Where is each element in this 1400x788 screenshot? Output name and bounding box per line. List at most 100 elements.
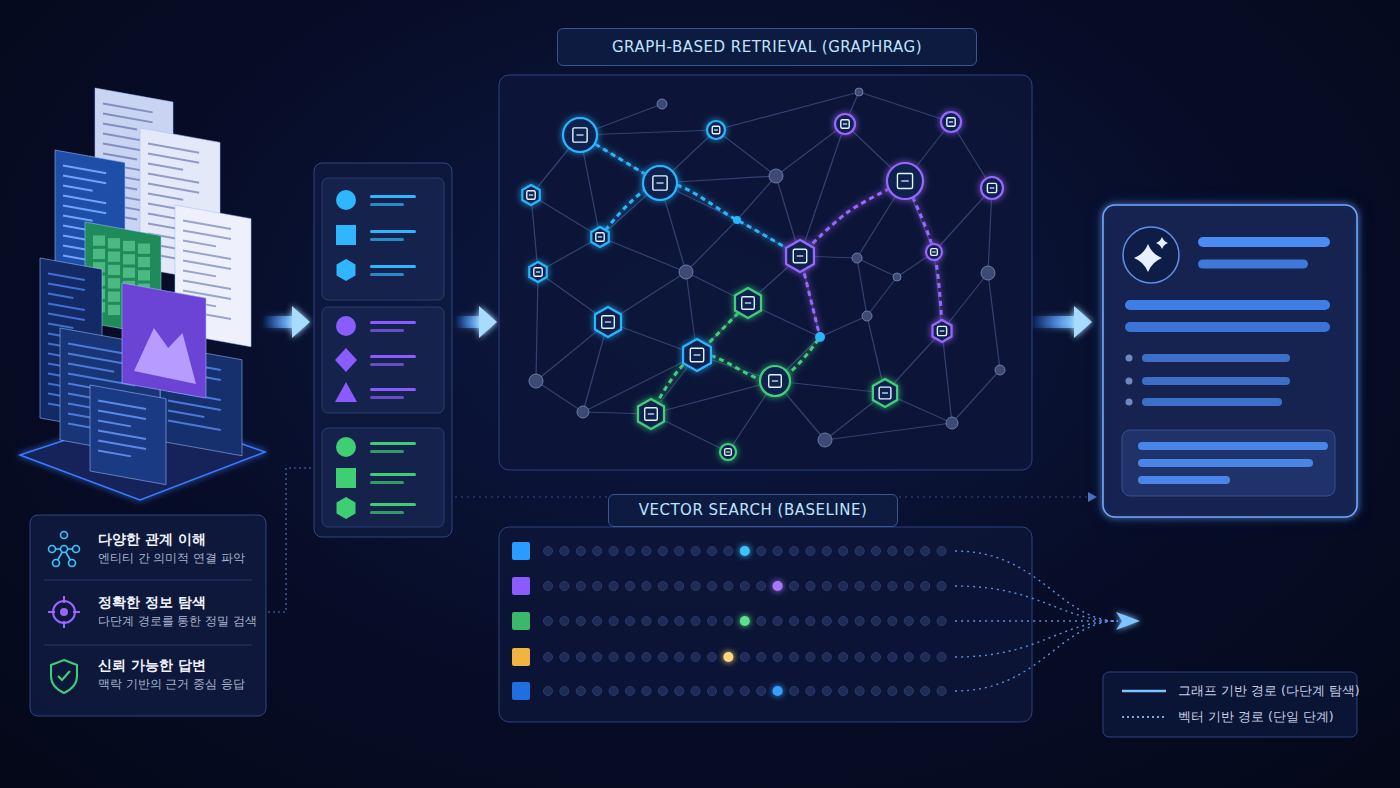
answer-panel — [1125, 322, 1330, 332]
document-page — [63, 165, 106, 173]
entity-group — [322, 178, 444, 300]
vector-row — [708, 617, 717, 626]
graph-node — [855, 88, 863, 96]
document-page — [63, 175, 106, 183]
graph-node — [769, 169, 783, 183]
document-page — [138, 270, 150, 280]
target-icon — [63, 621, 65, 628]
graph-node — [760, 366, 790, 396]
vector-row — [740, 653, 749, 662]
document-page — [108, 305, 120, 315]
entity-group — [370, 329, 404, 332]
document-page — [98, 430, 146, 439]
entity-group — [370, 195, 416, 198]
document-page — [183, 230, 231, 239]
document-page — [168, 400, 221, 410]
graph-node — [645, 408, 658, 421]
vector-row — [839, 582, 848, 591]
vector-row — [626, 547, 635, 556]
graph-node — [598, 236, 602, 237]
guide-lines — [268, 468, 313, 612]
vector-row — [691, 547, 700, 556]
graph-node — [712, 126, 720, 134]
vector-row — [675, 617, 684, 626]
vector-row — [642, 547, 651, 556]
graph-edge — [531, 195, 600, 237]
document-page — [183, 220, 231, 229]
vector-row — [872, 547, 881, 556]
graph-node — [602, 316, 615, 329]
flow-arrow — [262, 306, 310, 338]
vector-row — [937, 547, 946, 556]
document-page — [148, 173, 199, 182]
vector-row — [544, 617, 553, 626]
vector-row — [708, 582, 717, 591]
graph-node — [949, 121, 953, 122]
graph-node — [769, 375, 782, 388]
vector-row — [822, 617, 831, 626]
graph-node — [887, 163, 923, 199]
feature-item: 정확한 정보 탐색다단계 경로를 통한 정밀 검색 — [98, 593, 257, 629]
vector-row — [757, 653, 766, 662]
vector-row — [757, 687, 766, 696]
vector-row — [937, 687, 946, 696]
retrieval-path-segment — [600, 183, 800, 256]
document-page — [90, 385, 166, 485]
document-page — [108, 251, 120, 261]
guide-lines — [1088, 492, 1097, 502]
vector-row — [790, 547, 799, 556]
vector-row — [576, 653, 585, 662]
vector-row — [839, 687, 848, 696]
graph-node — [529, 374, 543, 388]
vector-row — [593, 617, 602, 626]
graph-node — [563, 118, 597, 152]
answer-panel — [1123, 227, 1179, 283]
target-icon — [61, 609, 67, 615]
answer-panel — [1126, 378, 1133, 385]
entity-panel — [314, 163, 452, 537]
graph-edge — [580, 130, 716, 135]
vector-row — [708, 653, 717, 662]
graph-edge — [531, 195, 538, 272]
answer-panel — [1125, 300, 1330, 310]
document-stack — [20, 88, 265, 500]
document-page — [108, 238, 120, 248]
graph-node — [987, 183, 996, 192]
vector-row — [855, 653, 864, 662]
vector-row — [740, 582, 749, 591]
graph-node — [818, 433, 832, 447]
entity-group — [370, 203, 404, 206]
graph-node — [932, 251, 935, 252]
document-page — [103, 103, 153, 112]
graph-node — [522, 185, 539, 205]
graph-edge — [857, 258, 867, 316]
vector-row — [790, 617, 799, 626]
document-page — [148, 143, 199, 152]
graph-node — [595, 307, 621, 337]
graph-node — [643, 166, 677, 200]
vector-row — [773, 653, 782, 662]
graph-node — [769, 169, 783, 183]
graph-node — [529, 374, 543, 388]
vector-row — [642, 617, 651, 626]
vector-row — [609, 547, 618, 556]
vector-row — [888, 687, 897, 696]
entity-group — [322, 178, 444, 300]
vector-row — [691, 617, 700, 626]
vector-row — [675, 582, 684, 591]
graph-node — [683, 339, 711, 371]
vector-row — [593, 582, 602, 591]
vector-row — [872, 582, 881, 591]
vector-row — [512, 612, 530, 630]
entity-group — [370, 503, 416, 506]
vector-row — [872, 617, 881, 626]
feature-panel — [44, 580, 252, 581]
flow-arrow — [1030, 316, 1078, 328]
legend-sample-solid — [1122, 690, 1166, 693]
flow-arrow — [1030, 306, 1092, 338]
answer-panel — [1138, 459, 1313, 467]
graph-node — [720, 444, 736, 460]
graph-node — [576, 134, 583, 135]
graph-edges — [531, 92, 1000, 452]
graph-node — [933, 320, 952, 342]
